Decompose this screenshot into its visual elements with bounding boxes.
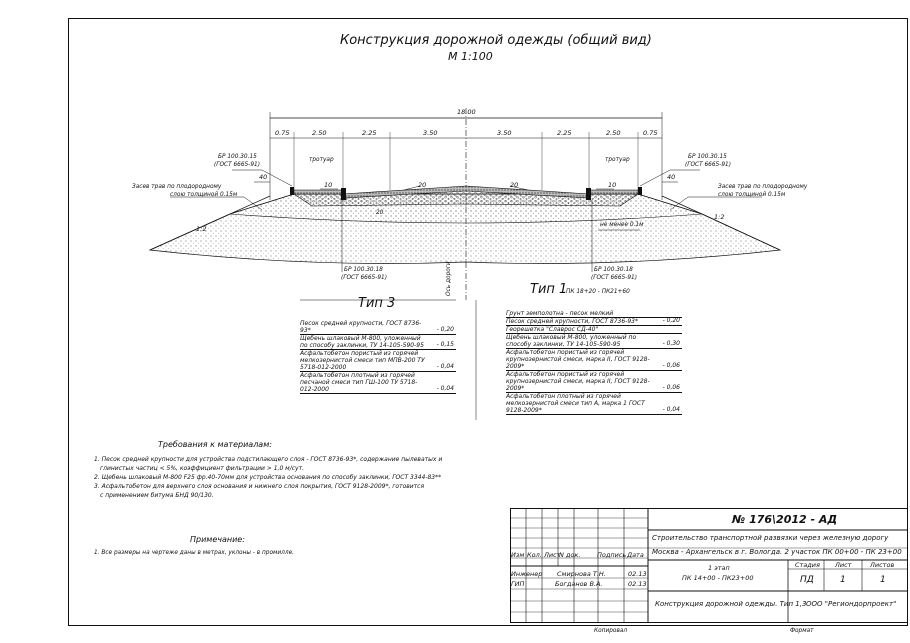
curb-right (586, 188, 591, 200)
curb-bottom-left-gost: (ГОСТ 6665-91) (341, 275, 387, 281)
name-engineer: Смирнова Т.Н. (557, 570, 606, 578)
date-engineer: 02.13 (628, 570, 647, 578)
sidewalk-right (589, 189, 639, 195)
grass-left-line2: слою толщиной 0.15м (170, 192, 238, 198)
requirement-line: с применением битума БНД 90/130. (100, 492, 214, 499)
slope-left-embankment: 1:2 (196, 225, 207, 233)
col-izm: Изм (511, 551, 525, 559)
copied-label: Копировал (594, 628, 628, 634)
type1-row: Асфальтобетон пористый из горячей крупно… (506, 371, 682, 393)
slope-left-road: 20 (418, 181, 427, 189)
grass-right-line2: слою толщиной 0.15м (718, 192, 786, 198)
slope-right-outer: 40 (667, 173, 676, 181)
header-list: Лист (835, 561, 852, 569)
grass-right-line1: Засев трав по плодородному (718, 184, 808, 190)
requirement-line: 2. Щебень шлаковый М-800 F25 фр.40-70мм … (94, 474, 442, 481)
sand-label-20: 20 (376, 210, 384, 216)
curb-bottom-right-gost: (ГОСТ 6665-91) (591, 275, 637, 281)
project-line-1: Строительство транспортной развязки чере… (652, 534, 889, 542)
format-label: Формат (790, 628, 814, 634)
drawing-scale: М 1:100 (448, 50, 493, 63)
title-block (510, 508, 908, 623)
type3-row: Асфальтобетон пористый из горячей мелкоз… (300, 350, 456, 372)
date-gip: 02.13 (628, 580, 647, 588)
role-engineer: Инженер (511, 570, 543, 578)
drawing-frame (68, 18, 908, 626)
type1-row: Асфальтобетон плотный из горячей мелкозе… (506, 393, 682, 415)
curb-bottom-left-code: БР 100.30.18 (344, 267, 383, 273)
type1-subtitle: ПК 18+20 - ПК21+60 (566, 289, 630, 295)
curb-left-gost: (ГОСТ 6665-91) (214, 162, 260, 168)
type1-row: Асфальтобетон пористый из горячей крупно… (506, 349, 682, 371)
dim-left-2: 2.50 (312, 129, 327, 137)
project-line-2: Москва - Архангельск в г. Вологда. 2 уча… (652, 548, 902, 556)
col-kol: Кол. (527, 551, 542, 559)
curb-left (341, 188, 346, 200)
type3-row: Песок средней крупности, ГОСТ 8736-93*- … (300, 320, 456, 335)
title-block-text: № 176\2012 - АД Строительство транспортн… (510, 508, 908, 623)
dim-left-4: 3.50 (423, 129, 438, 137)
dim-total: 18.00 (457, 108, 476, 116)
col-list: Лист (544, 551, 561, 559)
value-stadia: ПД (800, 575, 814, 585)
dim-left-1: 0.75 (275, 129, 290, 137)
dim-right-3: 2.50 (606, 129, 621, 137)
dim-right-1: 3.50 (497, 129, 512, 137)
name-gip: Богданов В.А. (555, 580, 603, 588)
drawing-title: Конструкция дорожной одежды (общий вид) (340, 33, 652, 48)
stage-title: 1 этап (708, 564, 730, 572)
header-listov: Листов (870, 561, 895, 569)
type1-row: Песок средней крупности, ГОСТ 8736-93*- … (506, 317, 682, 326)
value-listov: 1 (880, 575, 886, 585)
curb-bottom-right-code: БР 100.30.18 (594, 267, 633, 273)
type1-row: Грунт земполотна - песок мелкий (506, 310, 682, 318)
slope-left-inner: 10 (324, 181, 333, 189)
curb-right-gost: (ГОСТ 6665-91) (685, 162, 731, 168)
requirements-heading: Требования к материалам: (158, 440, 272, 449)
role-gip: ГИП (511, 580, 525, 588)
type3-row: Щебень шлаковый М-800, уложенный по спос… (300, 335, 456, 350)
slope-right-inner: 10 (608, 181, 617, 189)
requirement-line: 1. Песок средней крупности для устройств… (94, 456, 443, 463)
doc-number: № 176\2012 - АД (732, 513, 838, 526)
requirements-list: 1. Песок средней крупности для устройств… (94, 455, 504, 500)
header-stadia: Стадия (795, 561, 820, 569)
requirement-line: 3. Асфальтобетон для верхнего слоя основ… (94, 483, 425, 490)
type3-row: Асфальтобетон плотный из горячей песчано… (300, 372, 456, 394)
company-name: ООО "Региондорпроект" (806, 600, 897, 608)
sheet-title: Конструкция дорожной одежды. Тип 1,3 (655, 600, 807, 608)
note-text: 1. Все размеры на чертеже даны в метрах,… (94, 550, 294, 556)
dim-right-2: 2.25 (557, 129, 572, 137)
type1-row: Щебень шлаковый М-800, уложенный по спос… (506, 334, 682, 349)
sidewalk-right-label: тротуар (605, 157, 630, 163)
dim-right-4: 0.75 (643, 129, 658, 137)
col-ndok: N док. (559, 551, 581, 559)
type1-title: Тип 1 (530, 282, 568, 297)
curb-right-code: БР 100.30.15 (688, 154, 727, 160)
slope-right-road: 20 (510, 181, 519, 189)
note-heading: Примечание: (190, 535, 245, 544)
type1-row: Георешетка "Славрос СД-40" (506, 326, 682, 334)
dim-left-3: 2.25 (362, 129, 377, 137)
col-podpis: Подпись (597, 551, 627, 559)
col-data: Дата (627, 551, 644, 559)
min-thickness-note: не менее 0.1м (600, 222, 644, 228)
requirement-line: глинистых частиц < 5%, коэффициент фильт… (100, 465, 304, 472)
type3-title: Тип 3 (358, 296, 396, 311)
stage-range: ПК 14+00 - ПК23+00 (682, 574, 754, 582)
grass-left-line1: Засев трав по плодородному (132, 184, 222, 190)
value-list: 1 (840, 575, 846, 585)
slope-left-outer: 40 (259, 173, 268, 181)
type1-table: Грунт земполотна - песок мелкий Песок ср… (506, 310, 682, 415)
sidewalk-left (293, 189, 343, 195)
type3-table: Песок средней крупности, ГОСТ 8736-93*- … (300, 320, 456, 394)
curb-left-code: БР 100.30.15 (218, 154, 257, 160)
sidewalk-left-label: тротуар (309, 157, 334, 163)
slope-right-embankment: 1:2 (714, 213, 725, 221)
road-axis-label: Ось дороги (446, 261, 452, 296)
